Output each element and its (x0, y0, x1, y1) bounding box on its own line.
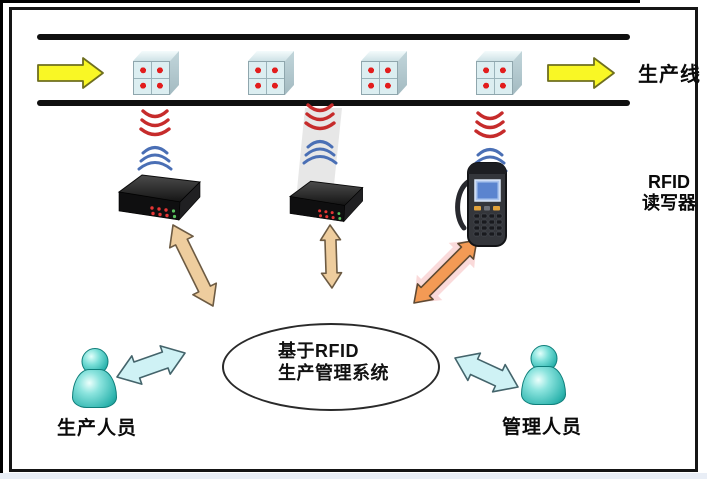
crate-side-face (513, 51, 522, 95)
management-staff-figure (521, 345, 567, 405)
system-label-line2: 生产管理系统 (278, 363, 389, 383)
tagged-crate (476, 51, 522, 95)
flow-arrow-right (547, 57, 615, 89)
system-ellipse: 基于RFID 生产管理系统 (222, 323, 440, 411)
link-system-manager (454, 352, 519, 393)
system-label: 基于RFID 生产管理系统 (278, 340, 389, 384)
screenshot-edge-bottom (0, 473, 707, 479)
person-torso (521, 366, 566, 405)
screenshot-edge-top (0, 0, 640, 3)
tagged-crate (248, 51, 294, 95)
production-staff-figure (72, 348, 118, 408)
crate-front-face-with-tag-dots (361, 61, 398, 95)
fixed-rfid-reader-icon (117, 174, 202, 221)
crate-front-face-with-tag-dots (248, 61, 285, 95)
crate-front-face-with-tag-dots (476, 61, 513, 95)
conveyor-line-bottom (37, 100, 630, 106)
system-label-line1: 基于RFID (278, 341, 359, 361)
link-producer-system (116, 345, 186, 385)
screenshot-edge-left (0, 0, 3, 474)
production-line-label: 生产线 (638, 64, 701, 86)
link-reader2-system (319, 224, 343, 289)
crate-top-face (133, 51, 179, 61)
tagged-crate (133, 51, 179, 95)
crate-side-face (398, 51, 407, 95)
flow-arrow-left (37, 57, 104, 89)
tagged-crate (361, 51, 407, 95)
crate-front-face-with-tag-dots (133, 61, 170, 95)
rfid-reader-label-line2: 读写器 (642, 193, 696, 213)
management-staff-label: 管理人员 (502, 417, 583, 438)
link-handheld-system (413, 239, 478, 304)
link-reader1-system (168, 224, 218, 307)
crate-side-face (170, 51, 179, 95)
fixed-rfid-reader-icon (288, 180, 364, 223)
diagram-frame (9, 7, 698, 472)
crate-side-face (285, 51, 294, 95)
rfid-reader-label: RFID 读写器 (632, 172, 706, 214)
conveyor-line-top (37, 34, 630, 40)
person-torso (72, 369, 117, 408)
rfid-reader-label-line1: RFID (648, 172, 690, 192)
production-staff-label: 生产人员 (57, 418, 138, 439)
handheld-rfid-reader-icon (455, 162, 507, 247)
rfid-signal-waves-icon (302, 103, 338, 165)
crate-top-face (476, 51, 522, 61)
crate-top-face (361, 51, 407, 61)
rfid-signal-waves-icon (137, 109, 173, 171)
crate-top-face (248, 51, 294, 61)
